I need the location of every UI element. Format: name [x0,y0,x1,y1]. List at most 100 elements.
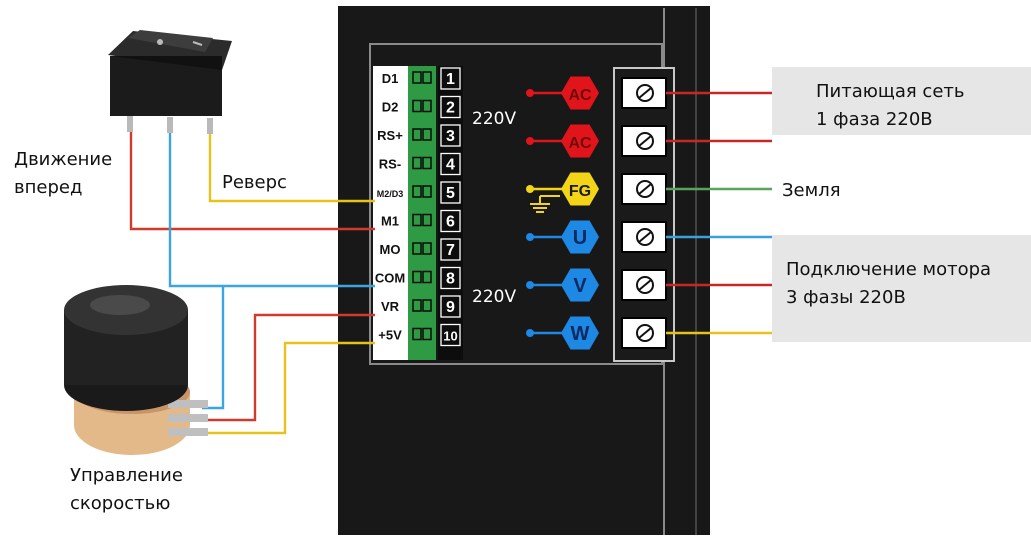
terminal-name: RS- [379,157,401,172]
power-hex-label: FG [569,183,591,200]
terminal-name: MO [380,242,401,257]
terminal-number: 10 [443,329,457,344]
terminal-slot [412,71,422,84]
label-forward-1: Движение [14,149,113,170]
wire-forward [129,126,375,231]
power-hex [561,124,599,158]
wire-reverse [208,130,375,203]
speed-potentiometer[interactable] [64,285,208,455]
power-hex [561,268,599,302]
terminal-number: 2 [446,100,455,117]
terminal-slot [422,99,432,113]
motor-note-box [772,235,1031,342]
terminal-slot [422,327,432,341]
wire-5v [205,341,375,435]
terminal-slot [422,185,432,198]
hex-lead-dot [526,329,534,337]
terminal-slot [422,71,432,84]
terminal-number-box [440,266,461,290]
terminal-slot [422,156,432,170]
ground-symbol [530,195,560,213]
terminal-number: 1 [446,71,455,88]
voltage-label-bottom: 220V [472,287,516,307]
terminal-slot [412,213,422,227]
power-hex [561,172,599,206]
hex-lead-dot [526,185,534,193]
terminal-number-box [440,181,461,204]
hex-lead-dot [526,281,534,289]
terminal-slot [412,327,422,341]
terminal-green-strip [408,66,436,360]
terminal-name: M1 [381,214,399,229]
label-forward-2: вперед [14,177,83,198]
terminal-number-box [440,295,461,318]
voltage-label-top: 220V [472,109,516,129]
label-speed-1: Управление [70,465,183,486]
power-hex-label: AC [568,135,592,152]
rocker-switch[interactable] [108,30,232,134]
screw-terminal[interactable] [621,173,667,205]
terminal-number: 7 [446,242,455,259]
power-hex [561,316,599,350]
label-motor-1: Подключение мотора [786,259,992,280]
screw-slot [638,279,652,291]
label-reverse: Реверс [222,172,287,193]
terminal-slot [412,270,422,284]
terminal-number-box [440,323,461,347]
terminal-slot [422,270,432,284]
terminal-number-box [440,95,461,119]
power-hex [561,76,599,110]
power-hex-label: U [573,227,587,249]
screw-terminal[interactable] [621,221,667,253]
wire-com-switch [168,128,375,288]
terminal-number-box [440,238,461,261]
power-hex-label: V [573,275,587,297]
terminal-name: D2 [382,100,399,115]
label-motor-2: 3 фазы 220В [786,287,906,308]
control-wires [129,126,375,435]
terminal-number: 3 [446,128,455,145]
terminal-number-box [440,67,461,90]
terminal-number: 4 [446,157,455,174]
hex-lead-dot [526,233,534,241]
screw-head-icon [636,276,654,294]
terminal-number-box [440,209,461,233]
terminal-slot [422,213,432,227]
power-hex [561,220,599,254]
terminal-name: VR [381,299,400,314]
screw-slot [638,183,652,195]
terminal-name: M2/D3 [377,189,404,199]
screw-slot [638,327,652,339]
terminal-number: 6 [446,214,455,231]
mains-note-box [772,67,1031,135]
power-hex-label: W [571,323,590,345]
terminal-slot [412,128,422,141]
terminal-number-box [440,124,461,147]
terminal-name: +5V [378,328,402,343]
terminal-name: RS+ [377,128,403,143]
terminal-number: 9 [446,299,455,316]
terminal-number-box [440,152,461,176]
wire-com-pot [202,286,225,410]
screw-head-icon [636,324,654,342]
label-mains-1: Питающая сеть [816,81,965,102]
hex-lead-dot [526,89,534,97]
terminal-number: 8 [446,271,455,288]
screw-terminal[interactable] [621,317,667,349]
terminal-label-strip [373,66,408,360]
label-mains-2: 1 фаза 220В [816,109,933,130]
hex-lead-dot [526,137,534,145]
screw-head-icon [636,132,654,150]
screw-slot [638,231,652,243]
screw-head-icon [636,228,654,246]
terminal-name: COM [375,271,405,286]
screw-terminal-strip [613,67,675,362]
label-ground: Земля [782,180,841,201]
screw-slot [638,87,652,99]
screw-slot [638,135,652,147]
wire-vr [205,313,375,422]
